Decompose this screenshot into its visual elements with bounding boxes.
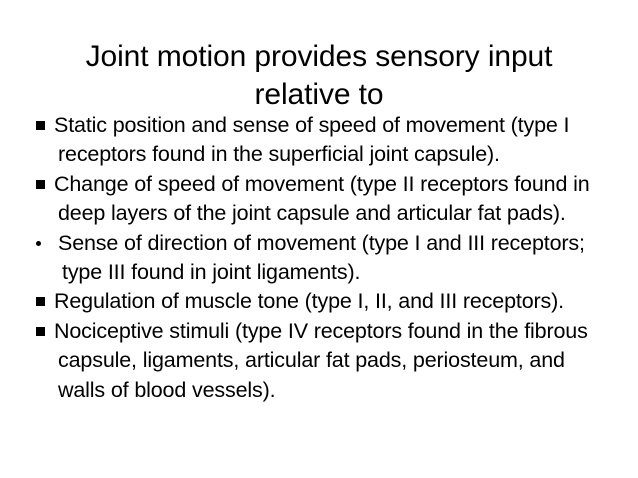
square-bullet-icon — [36, 179, 45, 189]
page-title: Joint motion provides sensory input rela… — [85, 40, 553, 112]
list-item-text: Nociceptive stimuli (type IV receptors f… — [54, 318, 588, 402]
square-bullet-icon — [36, 121, 45, 130]
list-item-text: Change of speed of movement (type II rec… — [54, 171, 590, 226]
list-item-text: Regulation of muscle tone (type I, II, a… — [54, 289, 564, 314]
list-item: Regulation of muscle tone (type I, II, a… — [30, 287, 610, 316]
list-item: Change of speed of movement (type II rec… — [30, 170, 610, 229]
square-bullet-icon — [36, 297, 45, 307]
round-bullet-icon — [36, 240, 41, 246]
list-item: Nociceptive stimuli (type IV receptors f… — [30, 317, 610, 405]
square-bullet-icon — [36, 326, 45, 336]
list-item-text: Static position and sense of speed of mo… — [54, 113, 570, 167]
list-item: Sense of direction of movement (type I a… — [30, 229, 610, 288]
bullet-list: Static position and sense of speed of mo… — [30, 111, 610, 405]
list-item-text: Sense of direction of movement (type I a… — [58, 230, 585, 285]
list-item: Static position and sense of speed of mo… — [30, 111, 610, 170]
